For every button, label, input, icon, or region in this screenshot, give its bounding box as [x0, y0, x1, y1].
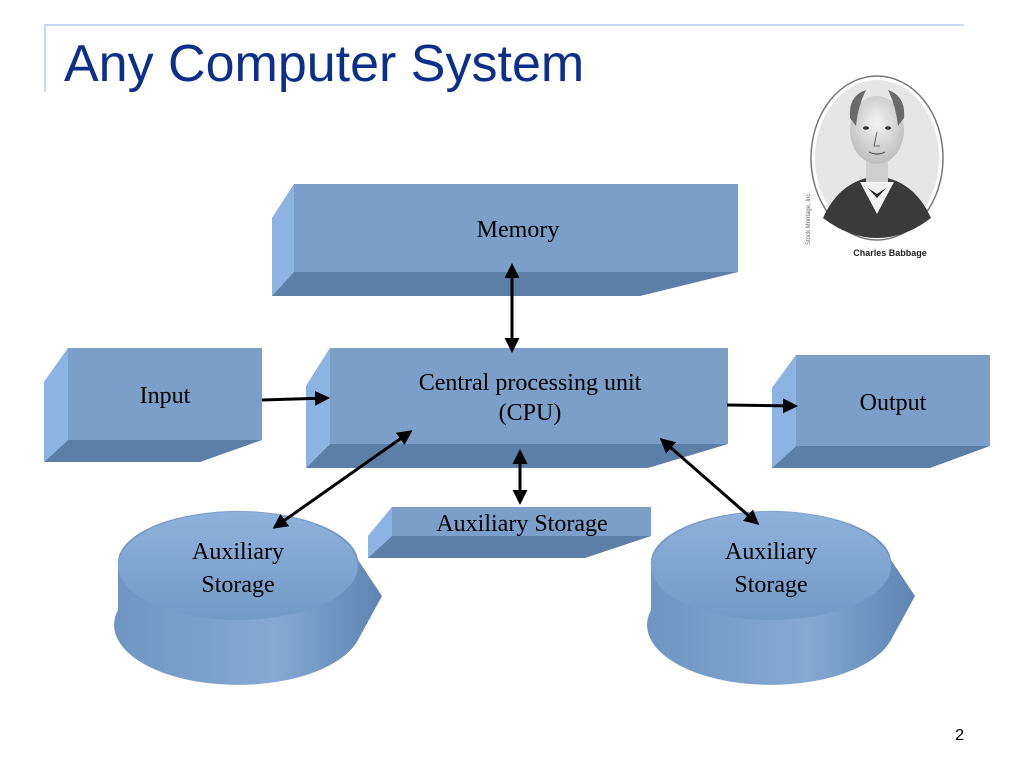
charles-babbage-portrait: Charles Babbage Stock Montage, Inc.: [806, 75, 944, 258]
cpu-output-arrow: [726, 398, 798, 414]
aux-storage-center-label: Auxiliary Storage: [436, 511, 607, 537]
title-accent-line: [44, 24, 964, 26]
cpu-aux-right-arrow: [659, 438, 760, 525]
output-label: Output: [860, 390, 927, 416]
aux-storage-left-label-line1: Auxiliary: [192, 539, 284, 565]
memory-box: Memory: [272, 184, 738, 296]
portrait-stock-credit: Stock Montage, Inc.: [806, 192, 812, 245]
cpu-aux-left-arrow: [272, 430, 413, 529]
aux-storage-left-cylinder: Auxiliary Storage: [114, 510, 383, 685]
input-cpu-arrow: [261, 390, 330, 406]
page-number: 2: [955, 727, 964, 744]
input-label: Input: [140, 383, 191, 409]
aux-storage-right-label-line2: Storage: [734, 572, 807, 598]
aux-storage-right-cylinder: Auxiliary Storage: [647, 510, 915, 685]
aux-storage-right-label-line1: Auxiliary: [725, 539, 817, 565]
title-accent-bar: [44, 24, 46, 92]
memory-label: Memory: [477, 217, 560, 243]
input-box: Input: [44, 348, 262, 462]
cpu-label-line1: Central processing unit: [419, 370, 642, 396]
aux-storage-left-label-line2: Storage: [201, 572, 274, 598]
slide-title: Any Computer System: [64, 35, 585, 93]
output-box: Output: [772, 355, 990, 468]
aux-storage-center-box: Auxiliary Storage: [368, 507, 651, 558]
cpu-box: Central processing unit (CPU): [306, 348, 728, 468]
cpu-label-line2: (CPU): [499, 400, 562, 426]
portrait-caption: Charles Babbage: [853, 248, 927, 258]
